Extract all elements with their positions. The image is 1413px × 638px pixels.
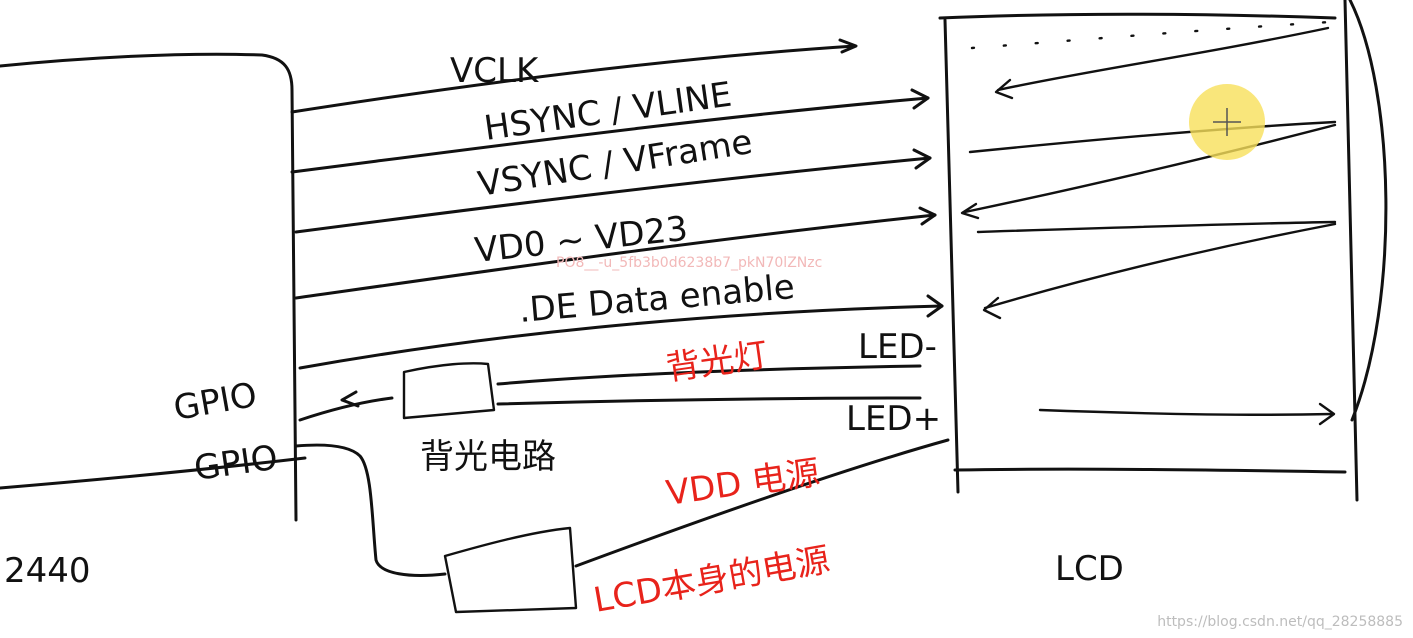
backlight-section: GPIO 背光电路 背光灯 LED- LED+ bbox=[171, 327, 941, 477]
led-plus-label: LED+ bbox=[846, 399, 941, 439]
backlight-light-label: 背光灯 bbox=[664, 335, 771, 389]
center-watermark: PO8__-u_5fb3b0d6238b7_pkN70lZNzc bbox=[556, 255, 823, 271]
lcd-label: LCD bbox=[1055, 549, 1124, 589]
power-gpio-label: GPIO bbox=[192, 438, 280, 489]
backlight-circuit-label: 背光电路 bbox=[420, 437, 556, 477]
soc-block: 2440 bbox=[0, 52, 307, 591]
soc-label: 2440 bbox=[4, 551, 91, 591]
lcd-power-label: LCD本身的电源 bbox=[591, 540, 833, 621]
scan-lines bbox=[960, 20, 1337, 426]
corner-watermark: https://blog.csdn.net/qq_28258885 bbox=[1157, 614, 1403, 630]
led-minus-label: LED- bbox=[858, 327, 937, 367]
backlight-gpio-label: GPIO bbox=[171, 375, 260, 429]
signal-wires: VCLK HSYNC / VLINE VSYNC / VFrame VD0 ~ … bbox=[290, 38, 944, 370]
cursor-highlight-icon bbox=[1189, 84, 1265, 160]
signal-label-vclk: VCLK bbox=[450, 51, 540, 91]
lcd-block: LCD bbox=[938, 0, 1388, 589]
power-section: GPIO VDD 电源 LCD本身的电源 bbox=[192, 438, 950, 621]
